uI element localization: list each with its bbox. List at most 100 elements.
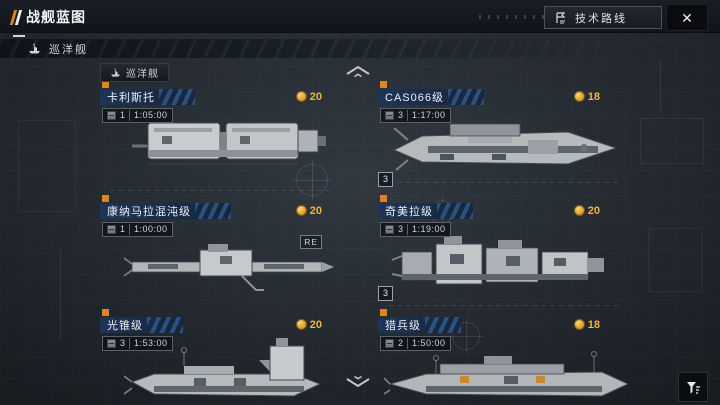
- variant-count-badge: 3: [378, 286, 393, 301]
- ship-name-banner[interactable]: CAS066级: [378, 88, 484, 105]
- ship-card-callisto[interactable]: 卡利斯托 20 1 1:05:00: [100, 81, 348, 196]
- ship-name-banner[interactable]: 卡利斯托: [100, 88, 195, 105]
- banner-stripes: [195, 202, 231, 219]
- ship-image: [132, 122, 326, 165]
- build-info-badge: 3 1:19:00: [380, 222, 451, 237]
- build-time: 1:50:00: [412, 338, 446, 348]
- build-time: 1:05:00: [134, 110, 168, 120]
- ship-name: 奇美拉级: [385, 205, 433, 218]
- ship-name: 光锥级: [107, 319, 143, 332]
- blueprint-decoration-rect: [648, 228, 702, 292]
- ship-card-conamara-chaos[interactable]: 康纳马拉混沌级 20 1 1:00:00 RE: [100, 195, 348, 310]
- cost-value: 18: [587, 318, 600, 331]
- coin-icon: [295, 205, 307, 216]
- cost-value: 20: [309, 318, 322, 331]
- production-icon: [107, 225, 116, 234]
- production-icon: [385, 339, 394, 348]
- title-accent-bars: [9, 9, 23, 25]
- build-count: 3: [120, 338, 131, 349]
- blueprint-cost: 20: [573, 204, 600, 217]
- title-group: 战舰蓝图: [9, 7, 86, 27]
- card-corner-marker: [102, 81, 109, 88]
- coin-icon: [573, 319, 585, 330]
- blueprint-cost: 20: [295, 318, 322, 331]
- filter-icon: [687, 382, 700, 394]
- coin-icon: [573, 205, 585, 216]
- scroll-down-chevron[interactable]: [342, 374, 374, 390]
- banner-stripes: [447, 88, 484, 105]
- close-button[interactable]: ✕: [666, 4, 708, 31]
- blueprint-cost: 20: [295, 90, 322, 103]
- banner-stripes: [159, 88, 195, 105]
- build-count: 3: [398, 224, 409, 235]
- section-bar: 巡洋舰: [0, 39, 720, 58]
- section-corner-mark: [13, 35, 25, 37]
- page-title: 战舰蓝图: [26, 9, 86, 25]
- blueprint-decoration-rect: [640, 118, 704, 164]
- production-icon: [385, 111, 394, 120]
- build-info-badge: 1 1:05:00: [102, 108, 173, 123]
- build-info-badge: 3 1:53:00: [102, 336, 173, 351]
- tab-cruiser[interactable]: 巡洋舰: [100, 63, 169, 82]
- ruler-ticks: [479, 15, 544, 19]
- ship-image: [384, 351, 630, 397]
- build-count: 1: [120, 224, 131, 235]
- build-count: 3: [398, 110, 409, 121]
- ship-image: [124, 338, 322, 397]
- production-icon: [107, 339, 116, 348]
- cost-value: 20: [309, 204, 322, 217]
- card-corner-marker: [380, 195, 387, 202]
- ship-image: [391, 236, 604, 285]
- banner-stripes: [437, 202, 473, 219]
- build-count: 1: [120, 110, 131, 121]
- top-bar: 战舰蓝图 技术路线 ✕: [0, 0, 720, 33]
- section-label: 巡洋舰: [49, 43, 88, 56]
- build-time: 1:00:00: [134, 224, 168, 234]
- ship-name-banner[interactable]: 奇美拉级: [378, 202, 473, 219]
- ship-card-cas066[interactable]: CAS066级 18 3 1:17:00 3: [378, 81, 626, 196]
- ship-name: 卡利斯托: [107, 91, 155, 104]
- ship-image: [124, 244, 334, 291]
- ship-image: [392, 123, 618, 171]
- tech-route-icon: [556, 11, 566, 23]
- build-info-badge: 2 1:50:00: [380, 336, 451, 351]
- ship-name: 康纳马拉混沌级: [107, 205, 191, 218]
- coin-icon: [295, 319, 307, 330]
- variant-count-badge: 3: [378, 172, 393, 187]
- scroll-up-chevron[interactable]: [342, 63, 374, 79]
- production-icon: [385, 225, 394, 234]
- close-icon: ✕: [681, 9, 693, 26]
- blueprint-cost: 18: [573, 318, 600, 331]
- coin-icon: [573, 91, 585, 102]
- ship-name-banner[interactable]: 光锥级: [100, 316, 183, 333]
- ship-name: CAS066级: [385, 91, 444, 104]
- tech-route-button[interactable]: 技术路线: [544, 6, 662, 29]
- blueprint-decoration-line: [660, 60, 661, 110]
- build-count: 2: [398, 338, 409, 349]
- blueprint-decoration-line: [60, 250, 61, 340]
- cost-value: 20: [587, 204, 600, 217]
- build-info-badge: 1 1:00:00: [102, 222, 173, 237]
- ship-card-jaeger[interactable]: 猎兵级 18 2 1:50:00: [378, 309, 630, 405]
- tech-route-label: 技术路线: [575, 12, 627, 25]
- card-corner-marker: [102, 309, 109, 316]
- card-corner-marker: [380, 81, 387, 88]
- banner-stripes: [147, 316, 183, 333]
- build-info-badge: 3 1:17:00: [380, 108, 451, 123]
- blueprint-cost: 20: [295, 204, 322, 217]
- ship-card-chimera[interactable]: 奇美拉级 20 3 1:19:00 3: [378, 195, 626, 310]
- cruiser-class-icon: [29, 43, 40, 54]
- ship-card-lightcone[interactable]: 光锥级 20 3 1:53:00: [100, 309, 348, 405]
- filter-button[interactable]: [678, 372, 708, 402]
- ship-name-banner[interactable]: 猎兵级: [378, 316, 461, 333]
- production-icon: [107, 111, 116, 120]
- card-corner-marker: [102, 195, 109, 202]
- build-time: 1:19:00: [412, 224, 446, 234]
- ship-name-banner[interactable]: 康纳马拉混沌级: [100, 202, 231, 219]
- card-corner-marker: [380, 309, 387, 316]
- cruiser-tab-icon: [111, 68, 120, 77]
- tab-cruiser-label: 巡洋舰: [126, 69, 159, 80]
- cost-value: 18: [587, 90, 600, 103]
- cost-value: 20: [309, 90, 322, 103]
- coin-icon: [295, 91, 307, 102]
